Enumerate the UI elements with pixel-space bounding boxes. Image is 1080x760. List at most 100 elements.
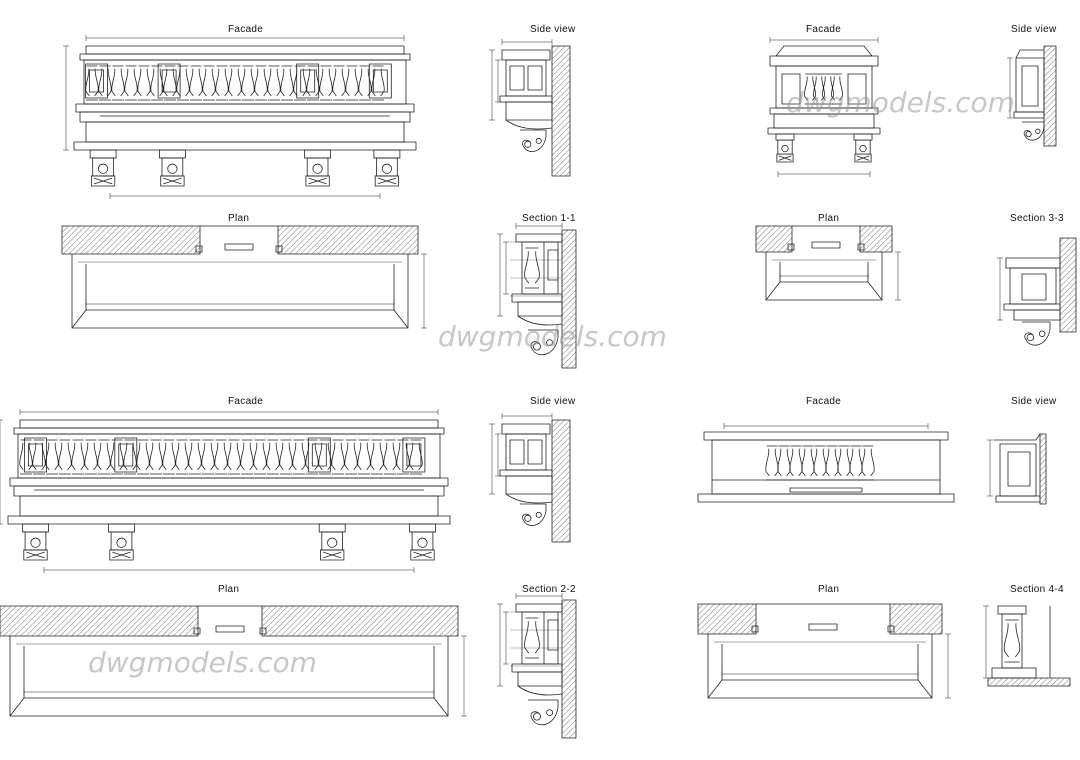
edge bbox=[434, 698, 448, 716]
title-facade-3: Facade bbox=[228, 396, 264, 407]
outline bbox=[20, 420, 438, 428]
outline bbox=[319, 524, 345, 532]
hatched-wall bbox=[1040, 434, 1046, 504]
outline bbox=[80, 54, 410, 60]
hatched-wall bbox=[1060, 238, 1076, 332]
outline bbox=[752, 626, 758, 632]
outline bbox=[10, 478, 448, 486]
baluster bbox=[826, 446, 839, 480]
scroll-eye bbox=[533, 713, 540, 720]
baluster bbox=[359, 66, 372, 100]
outline bbox=[119, 444, 133, 466]
edge bbox=[10, 698, 24, 716]
contour bbox=[506, 494, 552, 503]
contour bbox=[994, 434, 1040, 440]
baluster bbox=[99, 66, 112, 100]
scroll-eye bbox=[536, 512, 541, 517]
outline bbox=[548, 250, 558, 280]
outline bbox=[86, 122, 404, 142]
outline bbox=[109, 524, 135, 532]
baluster bbox=[164, 66, 177, 100]
outline bbox=[782, 74, 800, 104]
baluster bbox=[268, 66, 281, 100]
contour bbox=[520, 504, 546, 525]
outline bbox=[1022, 274, 1046, 300]
baluster bbox=[203, 66, 216, 100]
watermark-1: dwgmodels.com bbox=[786, 86, 1015, 119]
hatched-wall bbox=[988, 678, 1070, 686]
hatched-wall bbox=[62, 226, 200, 254]
side-view-1 bbox=[489, 39, 570, 176]
scroll-corbel bbox=[1022, 322, 1050, 345]
baluster bbox=[345, 440, 358, 474]
outline bbox=[1008, 452, 1030, 486]
outline bbox=[90, 70, 104, 92]
edge bbox=[309, 178, 327, 184]
outline bbox=[848, 74, 866, 104]
title-section-3: Section 3-3 bbox=[1010, 213, 1064, 224]
side-view-4 bbox=[987, 434, 1046, 504]
outline bbox=[698, 494, 954, 502]
outline bbox=[403, 438, 425, 472]
scroll-eye bbox=[547, 340, 553, 346]
baluster bbox=[804, 74, 815, 104]
baluster bbox=[138, 66, 151, 100]
scroll-eye bbox=[536, 138, 541, 143]
edge bbox=[857, 156, 870, 160]
outline bbox=[411, 550, 434, 560]
baluster bbox=[802, 446, 815, 480]
outline bbox=[91, 176, 114, 186]
outline bbox=[20, 496, 438, 516]
outline bbox=[1010, 268, 1056, 304]
title-facade-4: Facade bbox=[806, 396, 842, 407]
contour bbox=[708, 634, 932, 698]
outline bbox=[196, 246, 202, 252]
outline bbox=[276, 246, 282, 252]
outline bbox=[321, 550, 344, 560]
edge bbox=[72, 310, 86, 328]
contour bbox=[518, 316, 562, 325]
corbel-bracket bbox=[854, 134, 872, 162]
side-view-3 bbox=[489, 413, 570, 542]
contour bbox=[766, 252, 882, 300]
contour bbox=[528, 700, 558, 725]
outline bbox=[260, 628, 266, 634]
edge bbox=[779, 156, 792, 160]
outline bbox=[74, 142, 416, 150]
scroll-eye bbox=[525, 515, 531, 521]
outline bbox=[312, 444, 326, 466]
contour bbox=[722, 644, 918, 680]
outline bbox=[305, 150, 331, 158]
outline bbox=[768, 128, 880, 134]
baluster bbox=[358, 440, 371, 474]
outline bbox=[506, 434, 546, 470]
outline bbox=[8, 516, 450, 524]
outline bbox=[506, 60, 546, 96]
hatched-wall bbox=[552, 46, 570, 176]
outline bbox=[24, 550, 47, 560]
scroll-eye bbox=[1036, 129, 1040, 133]
title-section-1: Section 1-1 bbox=[522, 213, 576, 224]
contour bbox=[1022, 322, 1050, 345]
baluster bbox=[46, 440, 59, 474]
baluster bbox=[333, 66, 346, 100]
baluster bbox=[525, 248, 540, 288]
baluster bbox=[150, 440, 163, 474]
outline bbox=[216, 626, 244, 632]
hatched-wall bbox=[552, 420, 570, 542]
baluster bbox=[831, 74, 842, 104]
edge bbox=[163, 178, 181, 184]
outline bbox=[84, 60, 406, 104]
scroll-eye bbox=[533, 343, 540, 350]
baluster bbox=[410, 440, 423, 474]
hatched-wall bbox=[890, 604, 942, 634]
contour bbox=[780, 262, 868, 282]
baluster bbox=[202, 440, 215, 474]
baluster bbox=[59, 440, 72, 474]
outline bbox=[301, 70, 315, 92]
baluster bbox=[111, 440, 124, 474]
watermark-3: dwgmodels.com bbox=[88, 646, 317, 679]
baluster bbox=[778, 446, 791, 480]
outline bbox=[374, 150, 400, 158]
outline bbox=[158, 64, 180, 98]
